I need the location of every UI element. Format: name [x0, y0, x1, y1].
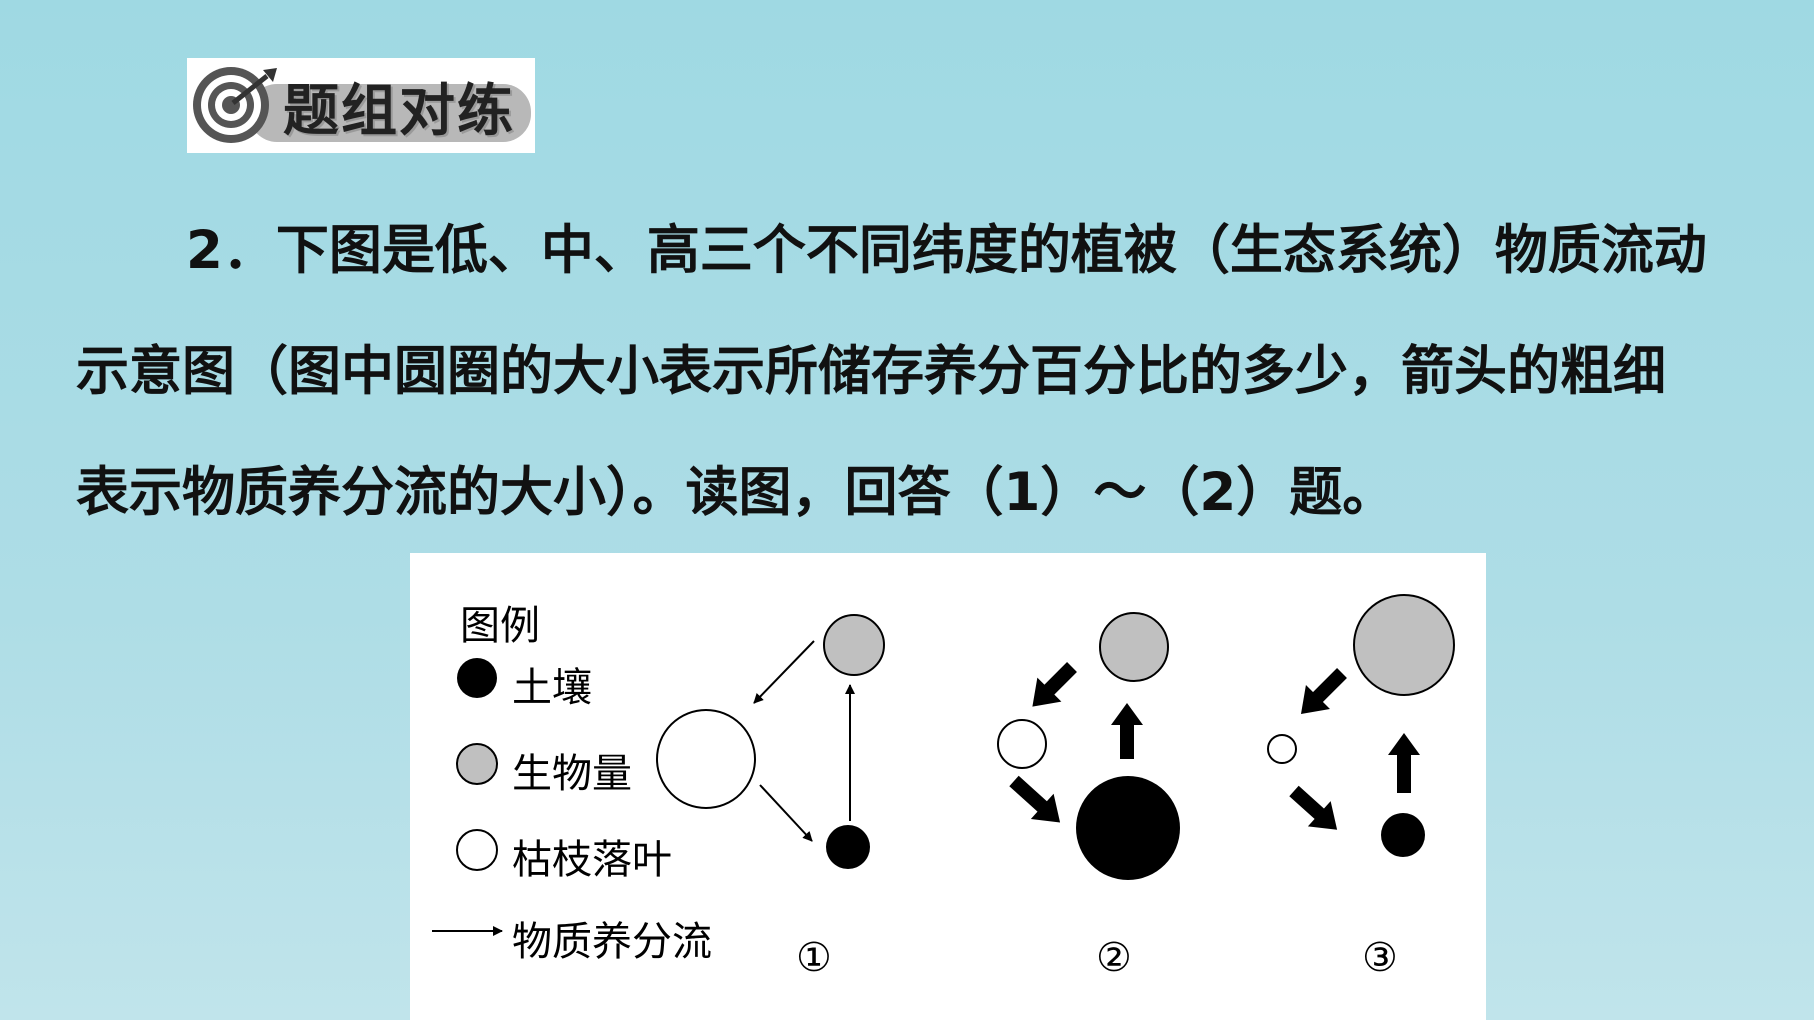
legend-litter-swatch: [456, 829, 498, 871]
panel-1-label: ①: [796, 935, 832, 981]
badge-label: 题组对练: [283, 79, 515, 144]
panel-3-soil: [1381, 813, 1425, 857]
panel-1-biomass: [823, 614, 885, 676]
panel-3-label: ③: [1362, 935, 1398, 981]
panel-2-soil: [1076, 776, 1180, 880]
legend-soil-swatch: [457, 658, 497, 698]
panel-2-arrow-soil-biomass: [1111, 703, 1143, 759]
legend-label-flow: 物质养分流: [512, 919, 712, 965]
panel-1-arrow-biomass-litter: [753, 640, 815, 704]
legend-title: 图例: [460, 603, 540, 649]
figure-graphic: [432, 594, 1455, 936]
panel-1-soil: [826, 825, 870, 869]
panel-3-arrow-biomass-litter: [1300, 668, 1347, 715]
panel-3-diagram: [1267, 594, 1455, 857]
legend-label-biomass: 生物量: [512, 751, 632, 797]
legend-label-soil: 土壤: [512, 665, 592, 711]
panel-2-arrow-litter-soil: [1009, 775, 1061, 823]
legend-label-litter: 枯枝落叶: [512, 837, 672, 883]
section-badge: 题组对练: [187, 58, 535, 153]
panel-1-arrow-litter-soil: [759, 784, 813, 842]
panel-1-diagram: [656, 614, 885, 869]
target-icon: [193, 67, 277, 143]
panel-2-arrow-biomass-litter: [1032, 662, 1077, 707]
panel-3-litter: [1267, 734, 1297, 764]
badge-graphic: [193, 67, 531, 143]
panel-2-litter: [997, 719, 1047, 769]
panel-3-arrow-soil-biomass: [1388, 733, 1420, 793]
panel-3-arrow-litter-soil: [1289, 785, 1338, 830]
panel-3-biomass: [1353, 594, 1455, 696]
panel-2-label: ②: [1096, 935, 1132, 981]
panel-2-biomass: [1099, 612, 1169, 682]
legend-biomass-swatch: [456, 743, 498, 785]
question-paragraph: 2．下图是低、中、高三个不同纬度的植被（生态系统）物质流动示意图（图中圆圈的大小…: [76, 190, 1716, 553]
question-number: 2．: [186, 220, 276, 281]
question-text: 下图是低、中、高三个不同纬度的植被（生态系统）物质流动示意图（图中圆圈的大小表示…: [76, 220, 1707, 523]
panel-1-litter: [656, 709, 756, 809]
panel-2-diagram: [997, 612, 1180, 880]
nutrient-flow-figure: 图例 土壤 生物量 枯枝落叶 物质养分流 ① ② ③: [410, 553, 1486, 1020]
